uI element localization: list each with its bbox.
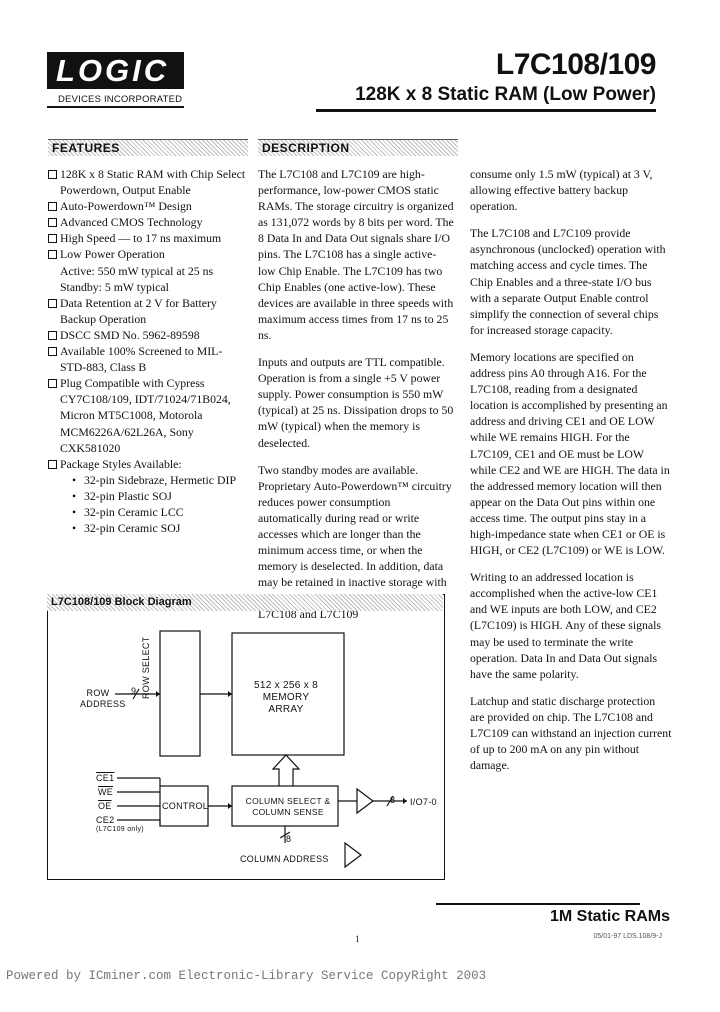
column-bus-width: 8: [286, 834, 292, 844]
package-item: 32-pin Plastic SOJ: [72, 488, 248, 504]
description-paragraph: consume only 1.5 mW (typical) at 3 V, al…: [470, 167, 653, 214]
row-address-label: ROW ADDRESS: [80, 688, 126, 709]
output-buffer: [356, 787, 374, 815]
description-column-1: The L7C108 and L7C109 are high-performan…: [258, 166, 454, 634]
description-paragraph: Latchup and static discharge protection …: [470, 693, 672, 773]
page-number: 1: [355, 934, 360, 944]
control-label: CONTROL: [162, 801, 209, 811]
feature-item: High Speed — to 17 ns maximum: [48, 230, 248, 246]
logo-subtext: DEVICES INCORPORATED: [58, 94, 183, 105]
column-address-label: COLUMN ADDRESS: [240, 854, 329, 864]
ce2-signal: CE2: [96, 815, 115, 825]
description-paragraph: Writing to an addressed location is acco…: [470, 570, 662, 681]
ce1-signal: CE1: [96, 773, 115, 783]
header-rule: [316, 109, 656, 112]
features-heading: FEATURES: [48, 139, 248, 156]
feature-item: Plug Compatible with Cypress CY7C108/109…: [48, 375, 248, 455]
feature-item: Advanced CMOS Technology: [48, 214, 248, 230]
block-diagram-heading: L7C108/109 Block Diagram: [47, 594, 443, 611]
logo-underline: [47, 106, 184, 108]
we-signal: WE: [98, 787, 114, 797]
memory-array-label: 512 x 256 x 8 MEMORY ARRAY: [254, 680, 318, 715]
logo-block: [47, 52, 184, 89]
description-paragraph: The L7C108 and L7C109 provide asynchrono…: [470, 226, 666, 337]
package-item: 32-pin Sidebraze, Hermetic DIP: [72, 472, 248, 488]
data-arrow-up: [271, 754, 301, 786]
features-list: 128K x 8 Static RAM with Chip Select Pow…: [48, 166, 248, 536]
row-select-label: ROW SELECT: [141, 636, 151, 699]
io-bus-width: 8: [390, 795, 396, 805]
logo-wordmark: LOGIC: [56, 53, 170, 88]
io-label: I/O7-0: [410, 797, 437, 807]
footer-code: 05/01-97 LDS.108/9-J: [593, 933, 663, 940]
feature-item: Auto-Powerdown™ Design: [48, 198, 248, 214]
package-item: 32-pin Ceramic SOJ: [72, 520, 248, 536]
footer-rule: [436, 903, 640, 905]
feature-item: Available 100% Screened to MIL-STD-883, …: [48, 343, 248, 375]
oe-signal: OE: [98, 801, 112, 811]
feature-detail: Active: 550 mW typical at 25 ns: [60, 263, 214, 278]
package-item: 32-pin Ceramic LCC: [72, 504, 248, 520]
part-number: L7C108/109: [495, 48, 657, 81]
ce2-note: (L7C109 only): [96, 826, 144, 833]
description-paragraph: The L7C108 and L7C109 are high-performan…: [258, 167, 454, 342]
feature-item: Data Retention at 2 V for Battery Backup…: [48, 295, 248, 327]
watermark: Powered by ICminer.com Electronic-Librar…: [6, 969, 487, 983]
feature-detail: Standby: 5 mW typical: [60, 279, 169, 294]
row-bus-slash: [132, 688, 140, 700]
column-select-label: COLUMN SELECT & COLUMN SENSE: [245, 796, 331, 817]
row-select-box: [159, 630, 201, 757]
description-paragraph: Inputs and outputs are TTL compatible. O…: [258, 355, 454, 450]
footer-title: 1M Static RAMs: [549, 908, 670, 925]
page-subtitle: 128K x 8 Static RAM (Low Power): [355, 84, 656, 105]
feature-item: Low Power Operation Active: 550 mW typic…: [48, 246, 248, 294]
block-diagram-svg: [115, 630, 407, 869]
description-paragraph: Memory locations are specified on addres…: [470, 349, 670, 558]
description-column-2: consume only 1.5 mW (typical) at 3 V, al…: [470, 166, 672, 784]
feature-item: DSCC SMD No. 5962-89598: [48, 327, 248, 343]
input-buffer: [344, 841, 362, 869]
row-bus-width: 9: [131, 686, 137, 696]
description-heading: DESCRIPTION: [258, 139, 458, 156]
feature-item: 128K x 8 Static RAM with Chip Select Pow…: [48, 166, 248, 198]
feature-item: Package Styles Available: 32-pin Sidebra…: [48, 456, 248, 536]
